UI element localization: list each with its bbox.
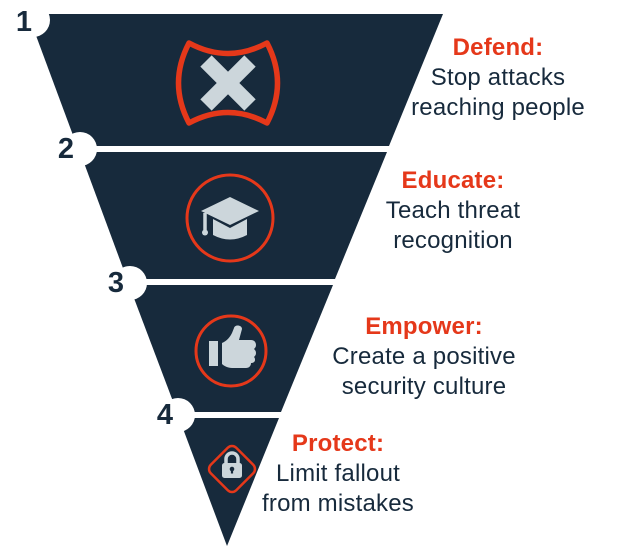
level-2-line-2: recognition xyxy=(393,227,513,254)
graduation-cap-icon xyxy=(185,173,275,263)
level-1-line-1: Stop attacks xyxy=(430,64,566,91)
level-4-line-2: from mistakes xyxy=(262,490,414,517)
level-3-line-1: Create a positive xyxy=(332,343,516,370)
step-circle-2 xyxy=(63,132,97,166)
step-number-3: 3 xyxy=(108,267,124,299)
step-number-1: 1 xyxy=(16,6,32,38)
step-number-4: 4 xyxy=(157,399,173,431)
step-circle-1 xyxy=(16,3,50,37)
level-3-line-2: security culture xyxy=(341,373,507,400)
padlock-icon xyxy=(207,444,257,494)
level-2-line-1: Teach threat xyxy=(385,197,521,224)
level-3-heading: Empower: xyxy=(365,313,483,340)
funnel-level-4-shape xyxy=(179,418,279,546)
thumbs-up-icon xyxy=(194,314,268,388)
step-circle-4 xyxy=(161,398,195,432)
level-4-heading: Protect: xyxy=(291,430,385,457)
level-1-label: Defend: Stop attacks reaching people xyxy=(368,33,628,123)
step-circle-3 xyxy=(113,266,147,300)
level-2-label: Educate: Teach threat recognition xyxy=(323,166,583,256)
level-2-heading: Educate: xyxy=(401,167,505,194)
level-1-line-2: reaching people xyxy=(411,94,585,121)
level-3-label: Empower: Create a positive security cult… xyxy=(294,312,554,402)
level-4-label: Protect: Limit fallout from mistakes xyxy=(208,429,468,519)
level-4-line-1: Limit fallout xyxy=(276,460,400,487)
step-number-2: 2 xyxy=(58,133,74,165)
shield-x-icon xyxy=(175,40,281,126)
level-1-heading: Defend: xyxy=(452,34,544,61)
